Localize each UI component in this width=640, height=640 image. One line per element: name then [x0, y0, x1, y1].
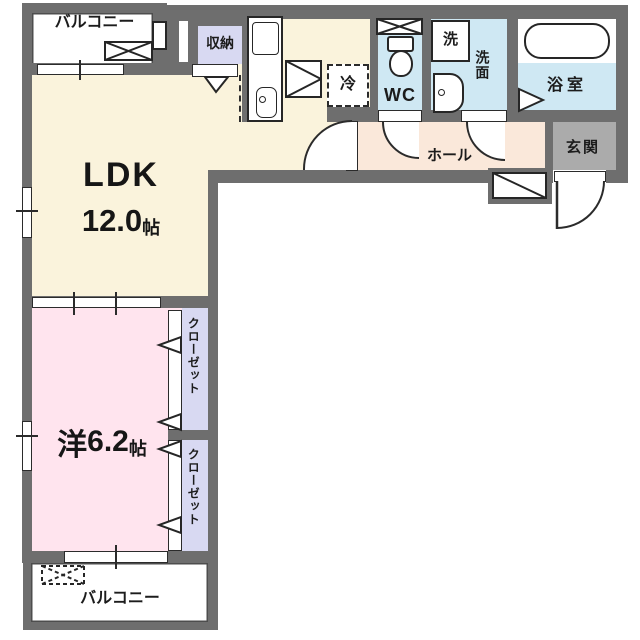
door-storage-leaf [192, 64, 238, 77]
window-ldk-left [22, 187, 32, 238]
kitchen-sink [256, 87, 277, 118]
label-ldk-name: LDK [83, 156, 159, 194]
label-balcony-bottom: バルコニー [80, 590, 160, 607]
label-washer: 洗 [442, 31, 458, 48]
wall-left [22, 63, 32, 563]
kitchen-stove [252, 22, 279, 55]
label-storage: 収納 [206, 35, 234, 51]
toilet-bowl [389, 50, 413, 77]
door-washroom-leaf [461, 110, 507, 122]
wall-wc-left [370, 19, 378, 122]
ldk-size-value: 12.0 [81, 203, 143, 238]
label-wc: WC [384, 85, 416, 105]
label-hall: ホール [426, 147, 472, 164]
kitchen-faucet [259, 96, 266, 103]
ldk-size-unit: 帖 [142, 218, 161, 238]
wall-hall-entrance [545, 121, 553, 170]
kitchen-counter-edge-dashed [239, 75, 241, 122]
bedroom-size-value: 6.2 [87, 425, 129, 458]
room-kitchen-top [283, 19, 371, 62]
wall-wc-right [422, 19, 431, 122]
room-ldk-lower-band [210, 122, 348, 170]
wall-slit [179, 21, 188, 62]
window-ldk-top [37, 64, 124, 75]
door-ldk-leaf [346, 121, 358, 171]
wall-storage-right [242, 19, 247, 122]
balcony-partition-box [152, 21, 167, 50]
room-ldk-main [32, 75, 210, 298]
room-closet-upper [182, 308, 208, 430]
label-bathroom: 浴室 [546, 77, 587, 94]
wall-shoe-stub [488, 168, 552, 204]
wall-top [165, 5, 628, 19]
label-entrance: 玄関 [565, 139, 600, 156]
wall-fridge-bottom [327, 107, 378, 122]
door-closet-upper-leaf [168, 310, 182, 430]
wall-closet-divider [168, 430, 208, 440]
room-entrance [553, 121, 616, 170]
label-fridge: 冷 [339, 76, 356, 93]
sliding-door-ldk-bedroom [32, 297, 161, 308]
wall-entrance-bottom [606, 170, 628, 183]
door-wc-leaf [378, 110, 422, 122]
wall-center-column [208, 170, 218, 563]
door-entrance-leaf [554, 171, 606, 182]
bathtub [524, 23, 610, 59]
label-balcony-top: バルコニー [54, 14, 135, 31]
fridge-space [327, 64, 369, 107]
entrance-door-arc [556, 180, 605, 229]
wall-wash-bath [507, 19, 518, 122]
bedroom-name: 洋 [57, 429, 88, 462]
washbasin [433, 73, 464, 113]
wall-hall-bottom [210, 170, 553, 183]
room-storage [198, 26, 242, 64]
washing-machine-box [431, 20, 470, 62]
label-closet-upper: クローゼット [186, 317, 201, 395]
wall-right [616, 5, 628, 183]
label-closet-lower: クローゼット [186, 448, 201, 526]
washbasin-drain [438, 89, 445, 96]
bedroom-size-unit: 帖 [128, 438, 147, 459]
wall-bath-bottom [506, 110, 616, 122]
label-washroom: 洗面 [474, 50, 491, 80]
entrance-door-swing [557, 181, 604, 228]
window-bedroom-bottom [64, 551, 168, 563]
room-closet-lower [182, 440, 208, 551]
window-bedroom-left [22, 421, 32, 471]
wall-doors-band [421, 110, 463, 122]
